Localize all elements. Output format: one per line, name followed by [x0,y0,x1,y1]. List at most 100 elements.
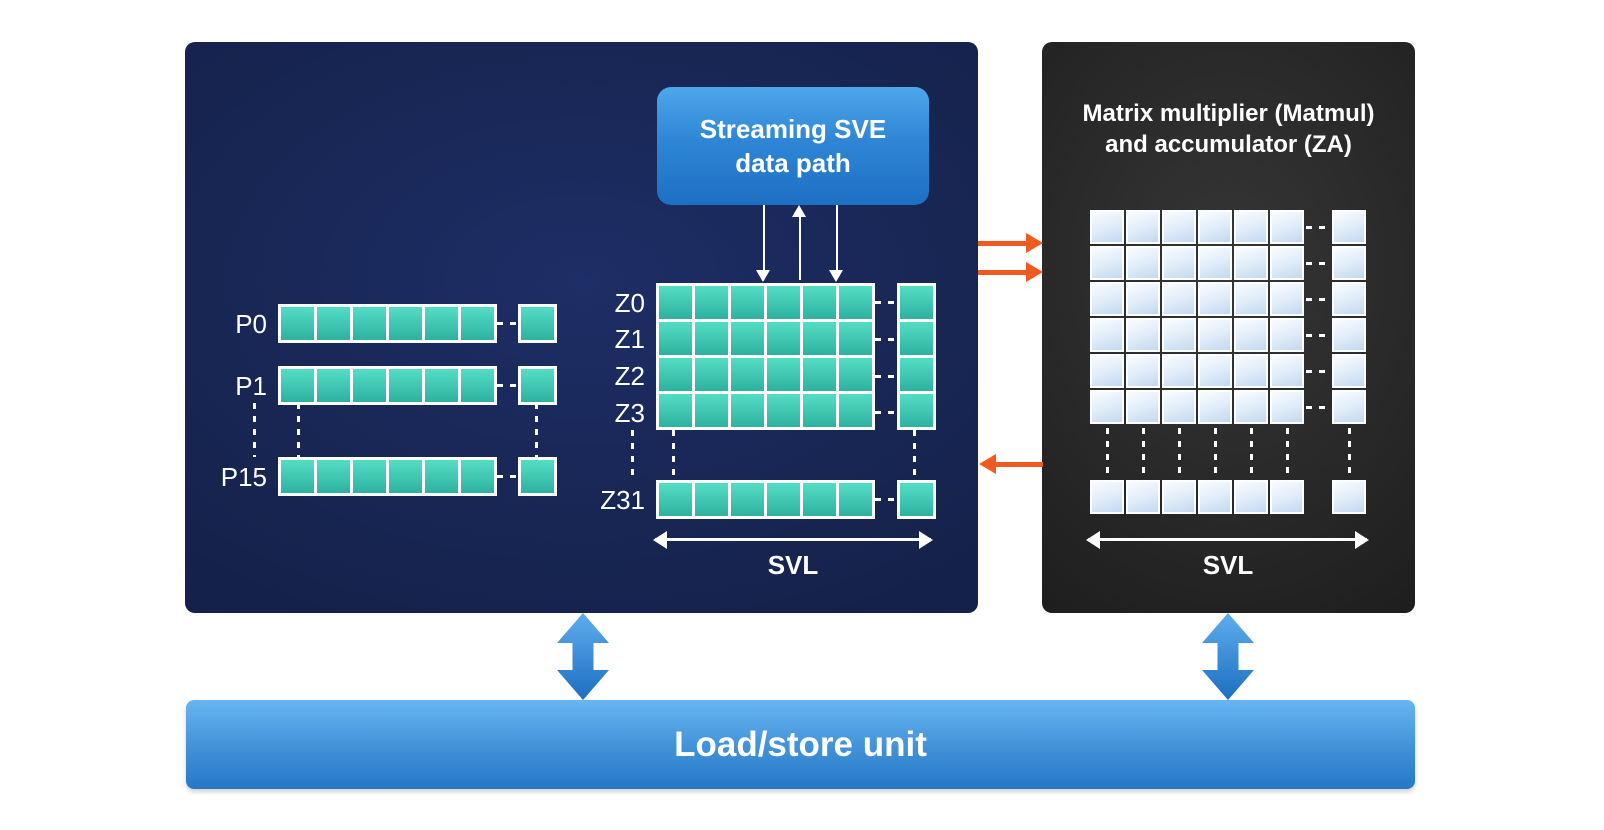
dashed-connector [875,411,897,414]
register-cell [767,322,800,355]
register-cell [839,322,872,355]
p-register-extra-cell [518,304,557,343]
register-cell [731,322,764,355]
streaming-box-label-line1: Streaming SVE [699,114,887,144]
p-register-label: P1 [235,371,267,401]
register-cell [1090,480,1124,514]
register-cell [1090,354,1124,388]
register-cell [1332,390,1366,424]
register-cell [900,358,933,391]
register-cell [425,369,458,402]
register-cell [317,307,350,340]
dashed-connector [497,384,518,387]
streaming-box-label-line2: data path [735,148,851,178]
dashed-connector [1306,261,1330,265]
register-cell [353,307,386,340]
flow-left-icon [995,461,1043,467]
register-cell [1234,480,1268,514]
matmul-za-panel: Matrix multiplier (Matmul) and accumulat… [1042,42,1415,613]
register-cell [1162,390,1196,424]
z31-register-label: Z31 [600,485,645,515]
register-cell [1270,390,1304,424]
register-cell [695,483,728,516]
dashed-continuation [631,430,634,480]
register-cell [1126,354,1160,388]
register-cell [1234,318,1268,352]
register-cell [803,322,836,355]
load-store-unit-box: Load/store unit [186,700,1415,789]
z-register-label: Z2 [614,361,645,391]
register-cell [1332,318,1366,352]
register-cell [317,369,350,402]
dashed-connector [875,498,897,501]
p-register-label: P15 [220,462,267,492]
p-register-cells [278,304,497,343]
svl-span-arrow-icon [653,530,933,549]
flow-right-icon [1026,233,1043,253]
dashed-connector [497,322,518,325]
register-cell [900,286,933,319]
register-cell [1162,246,1196,280]
register-cell [695,322,728,355]
register-cell [353,460,386,493]
register-cell [659,286,692,319]
register-cell [1162,282,1196,316]
bidirectional-arrow-icon [557,613,609,700]
dashed-continuation [1105,428,1109,476]
register-cell [389,307,422,340]
dashed-continuation [1141,428,1145,476]
p-register-row: P0 [185,304,978,343]
z-register-label: Z1 [614,324,645,354]
register-cell [281,369,314,402]
register-cell [767,394,800,427]
register-cell [1090,318,1124,352]
register-cell [695,286,728,319]
register-cell [695,394,728,427]
flow-right-icon [978,240,1027,246]
register-cell [1126,390,1160,424]
dashed-continuation [535,403,538,457]
dashed-connector [1306,333,1330,337]
register-cell [317,460,350,493]
dashed-connector [1306,297,1330,301]
register-cell [1162,480,1196,514]
register-cell [1090,246,1124,280]
dashed-continuation [297,403,300,457]
register-cell [731,358,764,391]
register-cell [1090,282,1124,316]
dashed-continuation [913,430,916,480]
register-cell [1234,246,1268,280]
data-flow-down-icon [829,270,843,282]
register-cell [1198,282,1232,316]
register-cell [659,394,692,427]
svl-label: SVL [767,550,819,580]
matmul-title-line2: and accumulator (ZA) [1105,131,1352,158]
register-cell [731,286,764,319]
flow-left-icon [979,454,996,474]
p-register-row: P1 [185,366,978,405]
register-cell [1090,210,1124,244]
z-register-extra-column [897,283,936,430]
register-cell [767,483,800,516]
p-register-row: P15 [185,457,978,496]
register-cell [803,483,836,516]
z31-register-extra-cell [897,480,936,519]
register-cell [659,358,692,391]
register-cell [1234,210,1268,244]
register-cell [389,460,422,493]
register-cell [839,286,872,319]
svl-label: SVL [1202,550,1254,580]
p-register-cells [278,457,497,496]
p-register-label: P0 [235,309,267,339]
register-cell [461,460,494,493]
register-cell [731,483,764,516]
register-cell [1270,354,1304,388]
register-cell [461,307,494,340]
dashed-connector [875,301,897,304]
register-cell [1270,210,1304,244]
register-cell [767,358,800,391]
register-cell [659,483,692,516]
register-cell [425,307,458,340]
register-cell [1126,282,1160,316]
z-register-label: Z3 [614,398,645,428]
